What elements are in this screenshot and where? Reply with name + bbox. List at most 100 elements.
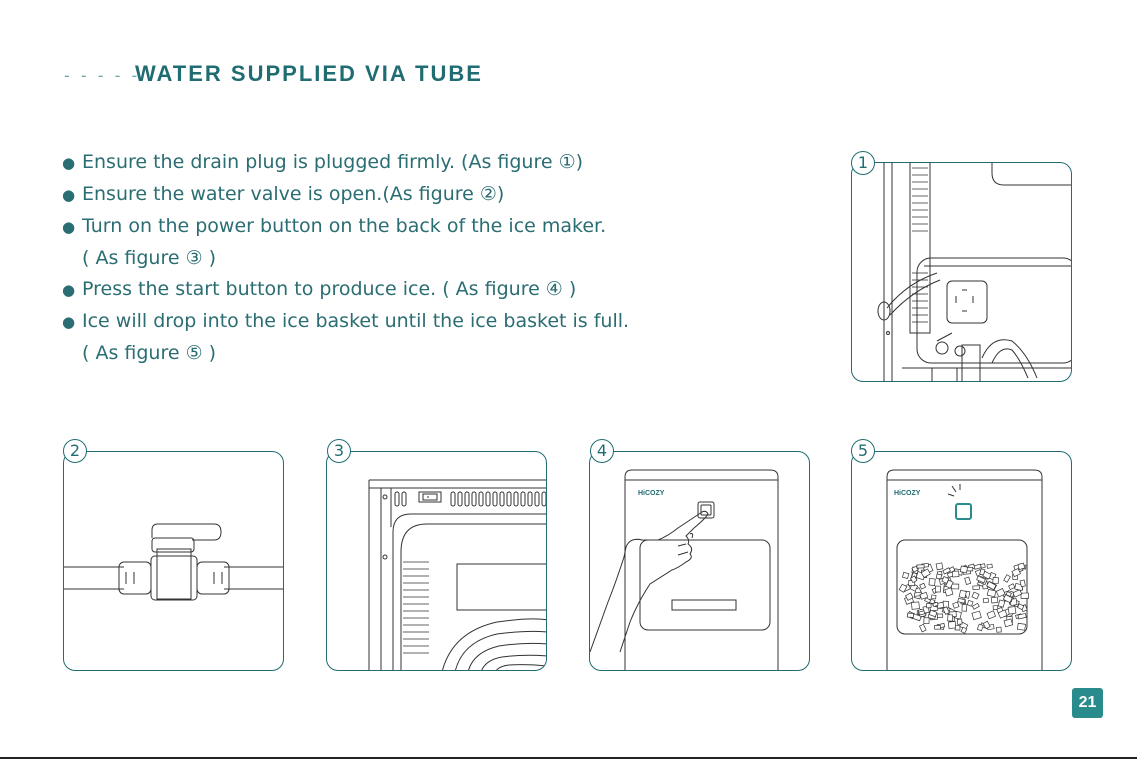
ice-cube [995,588,1006,598]
ice-cube [919,591,929,600]
instruction-text: Ice will drop into the ice basket until … [82,310,630,332]
bullet-icon: ● [62,313,76,331]
ice-cube [928,609,938,618]
ice-cube [1017,603,1025,611]
instruction-text: Turn on the power button on the back of … [82,215,607,237]
ice-cube [992,605,999,611]
ice-cube [1008,583,1016,591]
ice-cube [1011,568,1021,578]
instruction-item: ● Ensure the water valve is open.(As figu… [62,179,782,211]
ice-cube [942,606,950,615]
bullet-icon: ● [62,218,76,236]
ice-cube [1012,589,1023,598]
ice-cube [923,617,930,625]
ice-cube [964,576,972,585]
ice-cube [948,621,957,629]
figure-2-water-valve [63,451,284,671]
ice-cube [918,610,926,616]
figure-1-number-badge: 1 [851,151,875,175]
figure-1-drain-plug [851,162,1072,382]
figure-3-power-switch [326,451,547,671]
ice-cube [1020,592,1029,599]
ice-cube [1017,562,1026,570]
ice-cube [1016,622,1026,631]
ice-cube [957,597,966,604]
ice-cube [982,620,991,630]
ice-cube [976,623,984,632]
ice-cube [942,567,951,575]
ice-cube [992,577,999,584]
ice-cube [924,597,932,604]
ice-cube [1003,618,1014,628]
ice-cube [947,614,954,622]
ice-cube [951,570,960,578]
ice-cube [936,601,945,609]
ice-cube [971,602,980,610]
ice-cube [961,604,968,612]
instruction-text: Press the start button to produce ice. (… [82,278,577,300]
instruction-text: Ensure the water valve is open.(As figur… [82,183,505,205]
ice-cube [976,575,986,584]
section-title: WATER SUPPLIED VIA TUBE [135,61,483,86]
ice-cube [990,596,999,604]
ice-cube [910,575,918,584]
ice-cube [986,610,997,620]
instruction-item: ● Ensure the drain plug is plugged firmly… [62,147,782,179]
ice-cube [986,588,997,598]
instruction-text: ( As figure ⑤ ) [82,342,217,364]
ice-cube [960,626,968,634]
figure-4-number-badge: 4 [590,439,614,463]
ice-cube [972,585,980,590]
drain-plug-illustration [877,163,1071,381]
ice-cube [930,594,937,600]
instruction-item: ● Press the start button to produce ice. … [62,274,782,306]
ice-cube [935,573,942,580]
figure-3-number-badge: 3 [327,439,351,463]
ice-cube [920,568,931,579]
ice-cube [934,625,941,630]
ice-cube [919,582,927,590]
ice-basket-illustration: HiCOZY [886,469,1043,670]
ice-cube [1007,606,1017,615]
ice-cube [905,592,914,601]
ice-cube [997,609,1008,619]
water-valve-illustration [64,523,283,601]
ice-cube [941,576,950,584]
ice-cube [898,583,908,593]
bottom-rule [0,757,1137,759]
ice-cube [935,562,944,571]
brand-label: HiCOZY [638,490,665,497]
figure-4-start-button: HiCOZY [589,451,810,671]
figure-5-ice-basket: HiCOZY [851,451,1072,671]
bullet-icon: ● [62,281,76,299]
ice-cube [996,626,1002,633]
ice-cube [971,591,980,600]
figure-2-number-badge: 2 [63,439,87,463]
start-button-illustration: HiCOZY [590,469,779,670]
instruction-item: ● Ice will drop into the ice basket until… [62,306,782,338]
ice-cube [935,585,941,593]
ice-cube [944,587,954,597]
ice-cube [1019,579,1026,588]
ice-cube [986,563,993,569]
instruction-text: Ensure the drain plug is plugged firmly.… [82,151,584,173]
heading-dash-decoration: - - - - - [64,66,141,85]
ice-cube [907,612,914,618]
ice-cube [911,601,920,610]
instruction-list: ● Ensure the drain plug is plugged firmly… [62,147,782,369]
ice-cube [951,583,960,590]
ice-cube [958,589,967,599]
ice-cube [959,565,968,574]
bullet-icon: ● [62,186,76,204]
indicator-light-icon [955,503,972,520]
instruction-continuation: ( As figure ⑤ ) [62,338,782,369]
instruction-item: ● Turn on the power button on the back of… [62,211,782,243]
ice-cube [982,597,990,604]
ice-cube [926,603,932,609]
ice-cube [919,623,927,633]
ice-cubes [898,562,1029,634]
bullet-icon: ● [62,154,76,172]
ice-cube [966,599,974,607]
ice-cube [928,578,936,586]
brand-label: HiCOZY [894,490,921,497]
